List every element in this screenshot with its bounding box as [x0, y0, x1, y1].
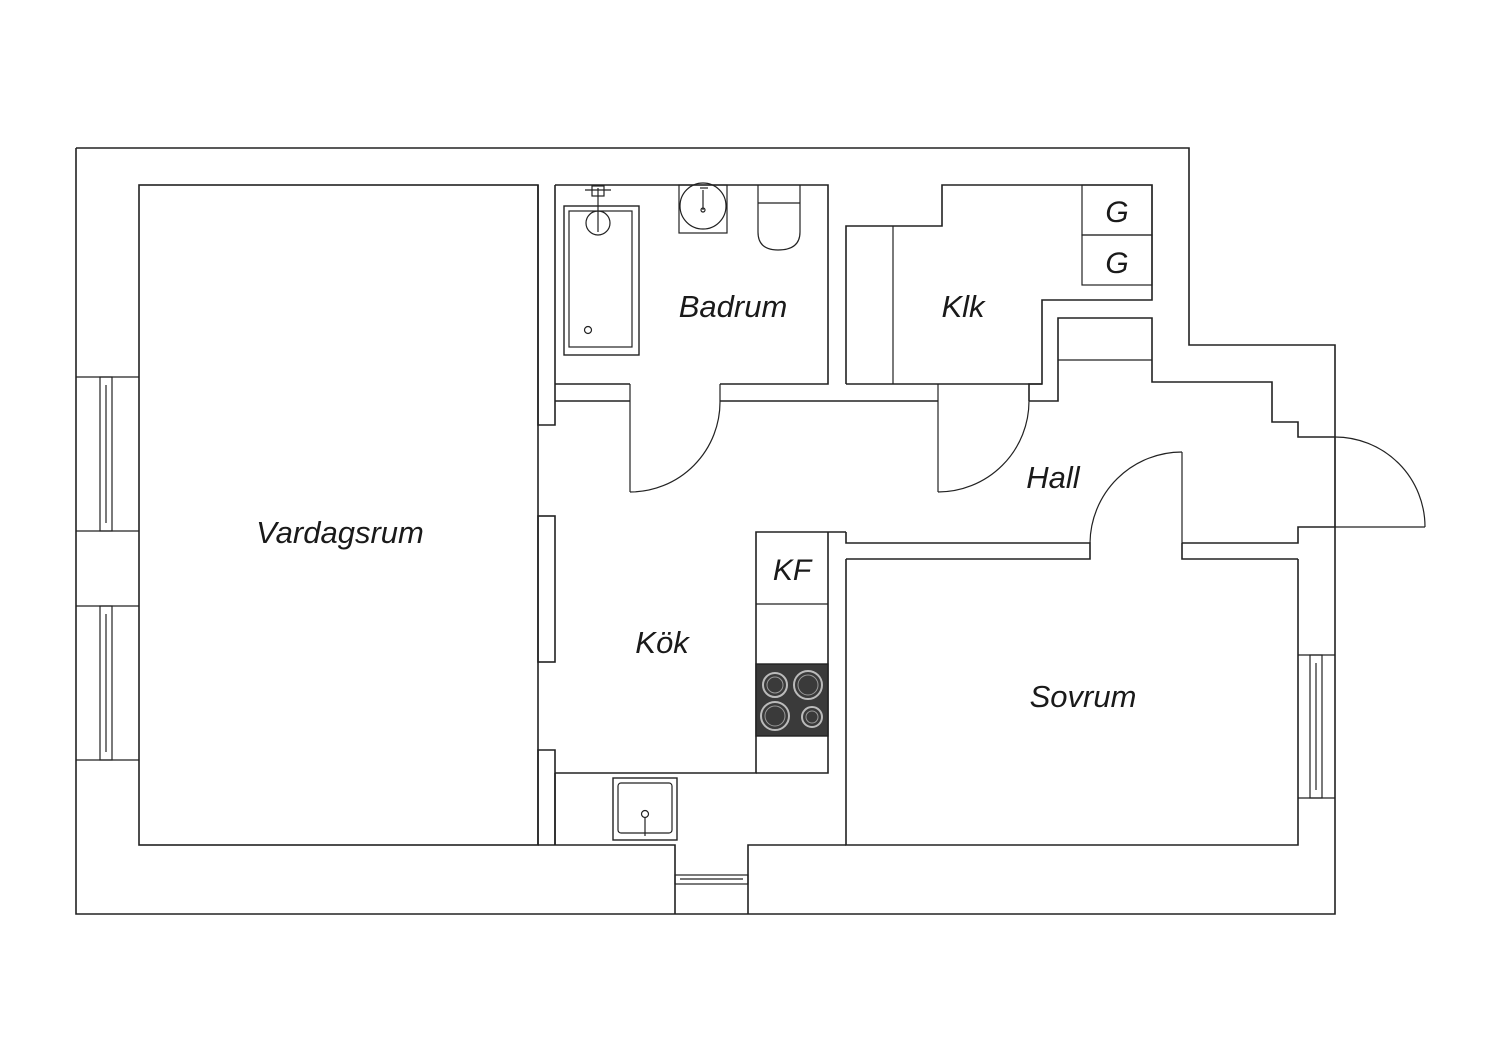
- closet-door[interactable]: [937, 384, 1030, 493]
- label-badrum: Badrum: [679, 289, 788, 324]
- wall-living-kitchen-mid: [537, 515, 556, 663]
- label-kok: Kök: [635, 625, 690, 660]
- label-wardrobe-2: G: [1105, 247, 1128, 280]
- wall-living-hall-upper: [537, 185, 556, 426]
- label-kf: KF: [773, 554, 813, 587]
- kitchen-counter: [555, 531, 846, 774]
- label-sovrum: Sovrum: [1030, 679, 1137, 714]
- wall-hall-bedroom: [845, 532, 1091, 560]
- living-window-lower: [76, 605, 139, 761]
- living-window-upper: [76, 376, 139, 532]
- stove: [755, 663, 829, 737]
- bathroom-door[interactable]: [629, 384, 721, 493]
- toilet: [757, 185, 801, 251]
- bedroom-window: [1298, 654, 1335, 799]
- bathtub: [563, 185, 640, 356]
- washbasin: [678, 182, 728, 234]
- wardrobe-2: [1081, 234, 1153, 286]
- label-vardagsrum: Vardagsrum: [256, 515, 424, 550]
- wall-living-kitchen-lower: [537, 749, 556, 845]
- bedroom-door[interactable]: [1089, 451, 1183, 544]
- entrance-door[interactable]: [1334, 436, 1426, 528]
- kitchen-window: [674, 874, 749, 885]
- bedroom-outline: [845, 559, 1299, 846]
- label-hall: Hall: [1026, 460, 1081, 495]
- kitchen-sink: [612, 777, 678, 841]
- label-klk: Klk: [941, 289, 986, 324]
- outer-wall: [75, 147, 1336, 915]
- label-wardrobe-1: G: [1105, 196, 1128, 229]
- living-room-outline: [138, 184, 539, 846]
